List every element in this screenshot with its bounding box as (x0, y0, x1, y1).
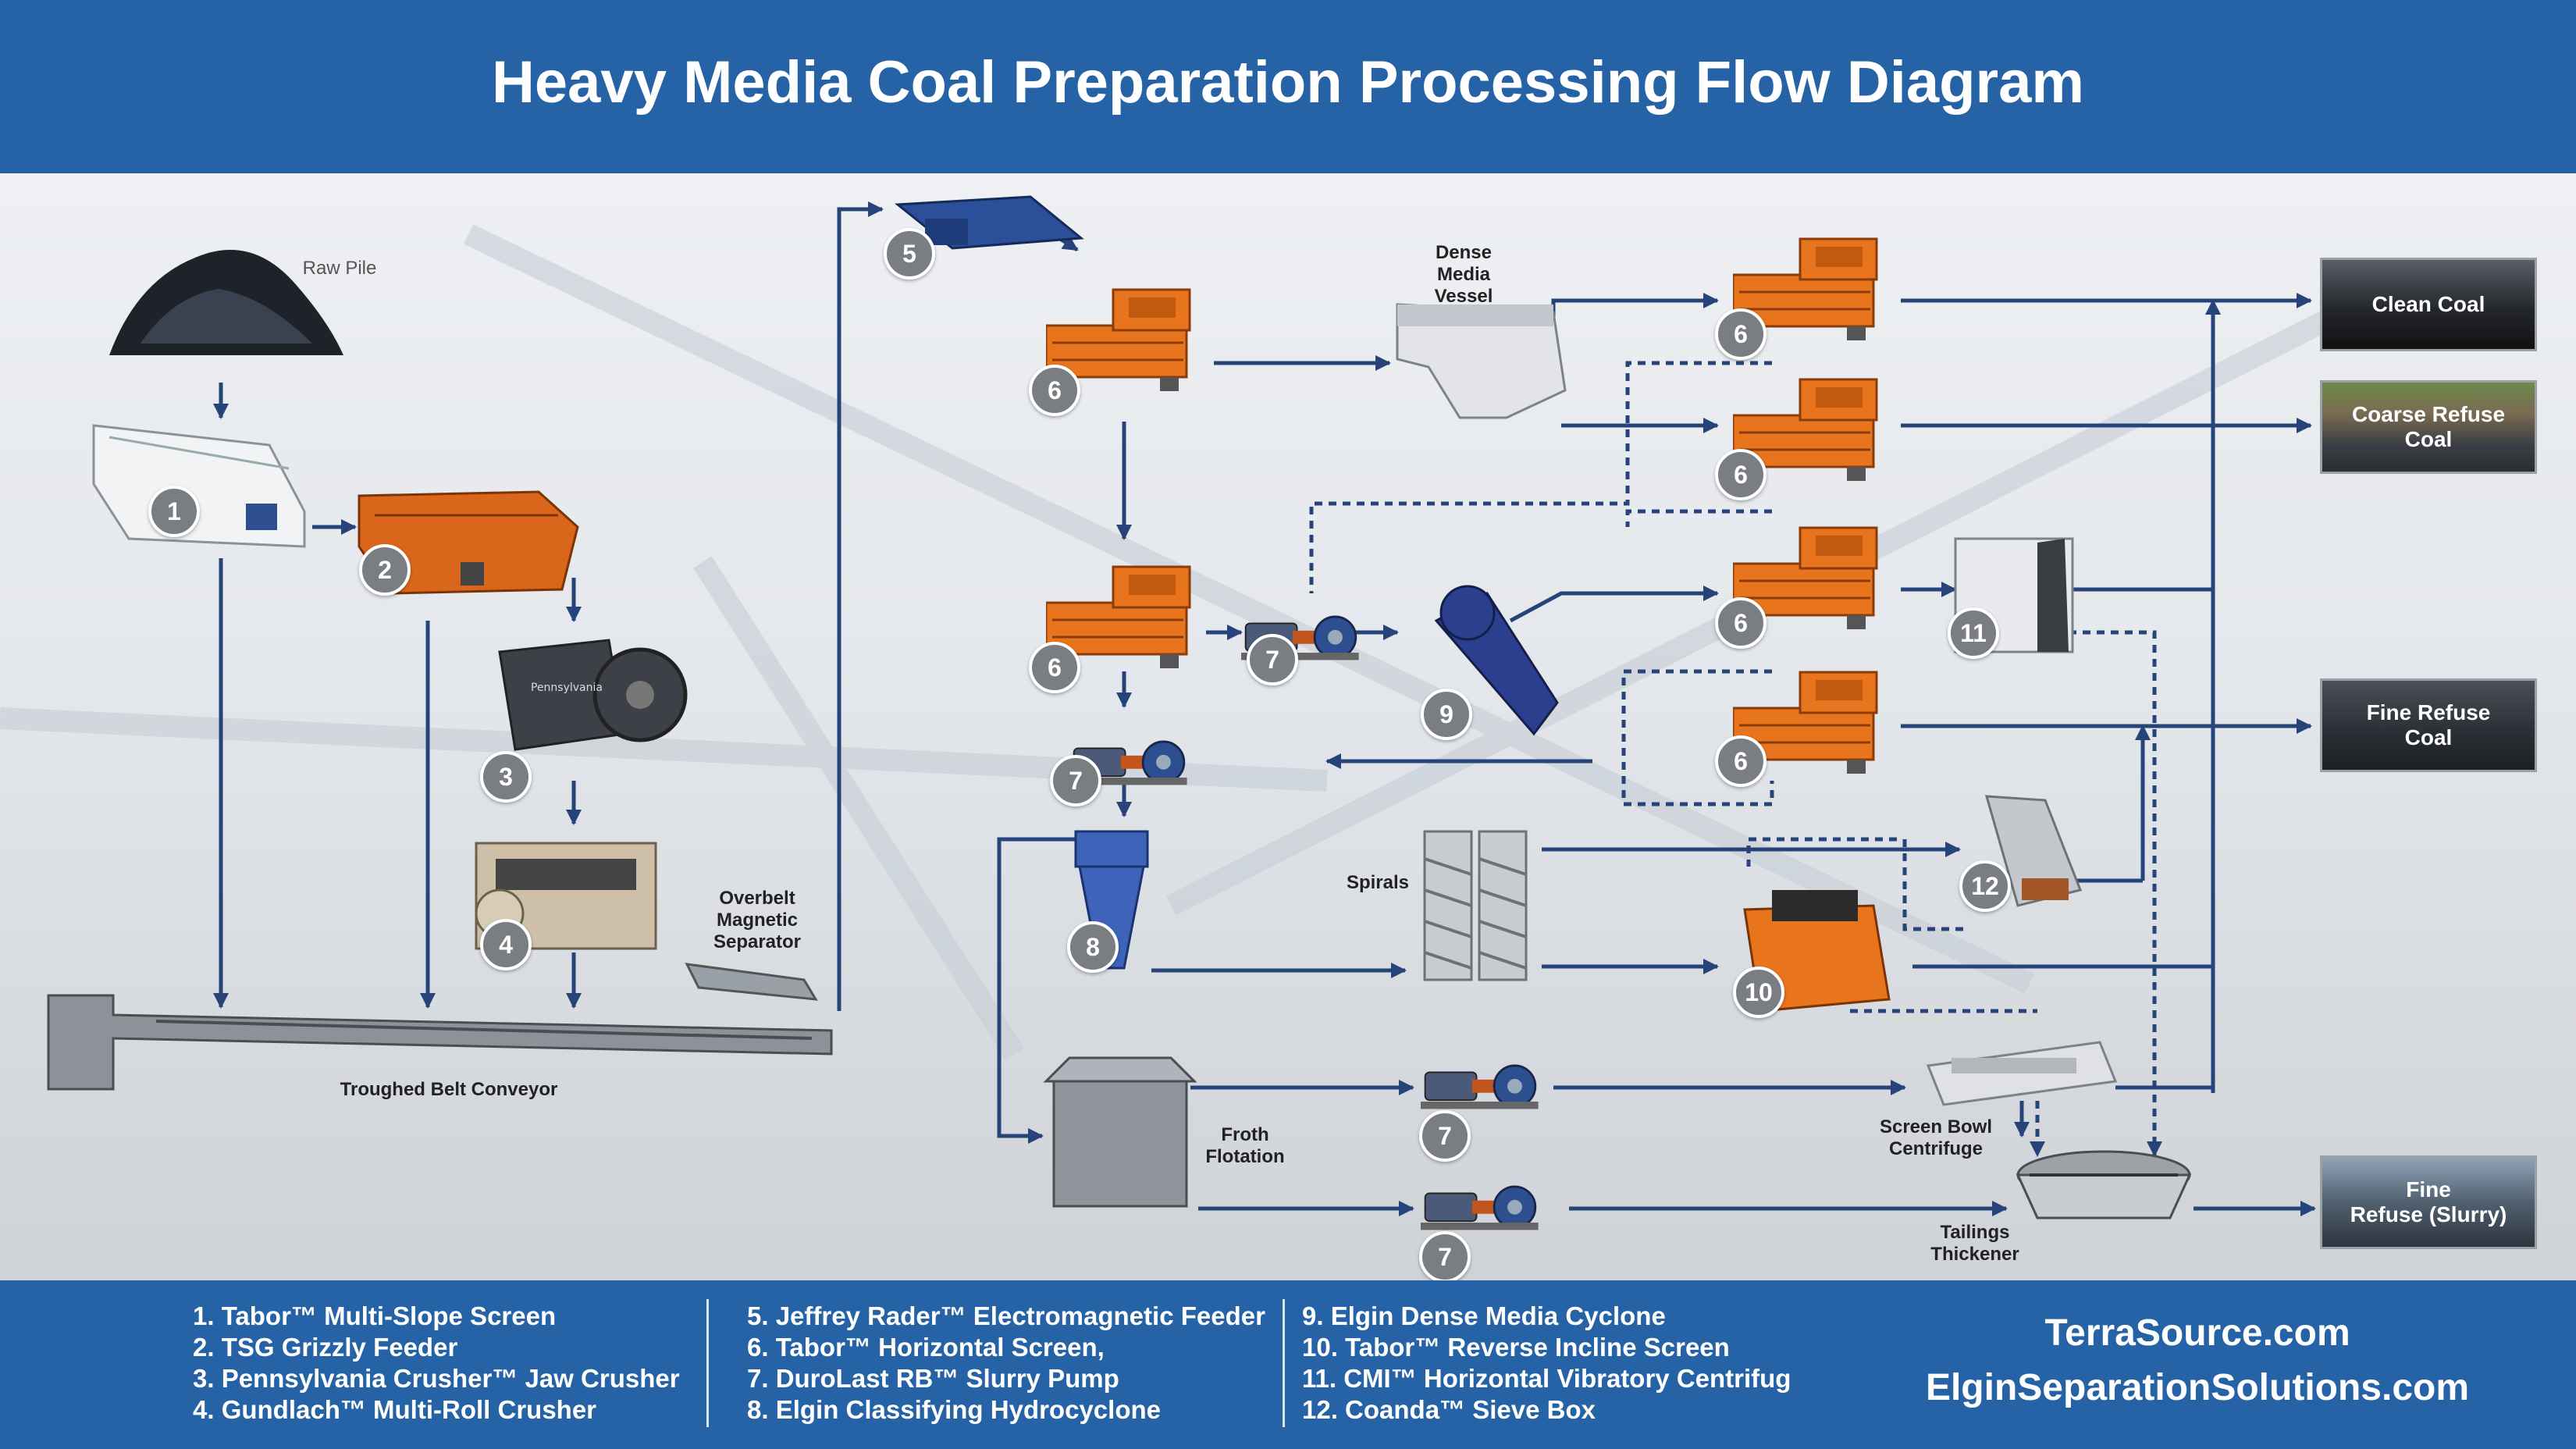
dashed-flow-lines (1309, 361, 2162, 1157)
page-title: Heavy Media Coal Preparation Processing … (492, 49, 2084, 116)
sieve-box-12 (1984, 795, 2083, 907)
dense-media-cyclone-9 (1434, 585, 1559, 736)
legend-item: 11. CMI™ Horizontal Vibratory Centrifug (1302, 1364, 1791, 1393)
froth-flotation-label: Froth Flotation (1205, 1124, 1285, 1167)
badge-12: 12 (1959, 860, 2011, 912)
legend-item: 9. Elgin Dense Media Cyclone (1302, 1301, 1666, 1330)
slurry-pump-7c (1421, 1064, 1540, 1110)
badge-6e: 6 (1715, 597, 1767, 649)
screen-bowl-centrifuge-label: Screen Bowl Centrifuge (1879, 1116, 1993, 1159)
grizzly-feeder-2 (358, 490, 579, 595)
legend-item: 1. Tabor™ Multi-Slope Screen (193, 1301, 557, 1330)
badge-7a: 7 (1247, 634, 1298, 685)
terrasource-link[interactable]: TerraSource.com (2044, 1312, 2350, 1354)
legend-item: 2. TSG Grizzly Feeder (193, 1333, 458, 1362)
elgin-link[interactable]: ElginSeparationSolutions.com (1925, 1367, 2470, 1408)
svg-text:Pennsylvania: Pennsylvania (531, 682, 603, 694)
badge-5: 5 (884, 228, 935, 279)
legend-item: 6. Tabor™ Horizontal Screen, (747, 1333, 1105, 1362)
badge-6d: 6 (1715, 449, 1767, 500)
badge-1: 1 (148, 486, 200, 537)
overbelt-separator-label: Overbelt Magnetic Separator (713, 888, 802, 952)
badge-11: 11 (1948, 607, 1999, 659)
badge-9: 9 (1421, 689, 1472, 740)
product-clean-coal-label: Clean Coal (2371, 292, 2485, 316)
product-coarse-refuse-label: Coarse Refuse Coal (2351, 402, 2506, 451)
electromagnetic-feeder-5 (895, 195, 1084, 250)
screen-bowl-centrifuge (1926, 1041, 2118, 1106)
raw-pile-label: Raw Pile (302, 258, 377, 279)
badge-7c: 7 (1419, 1110, 1471, 1162)
legend-divider (706, 1299, 709, 1427)
badge-7b: 7 (1050, 755, 1101, 806)
legend-column-3: 9. Elgin Dense Media Cyclone 10. Tabor™ … (1302, 1301, 1791, 1426)
diagram-canvas: Pennsylvania (0, 173, 2576, 1283)
product-clean-coal: Clean Coal (2320, 258, 2537, 351)
troughed-belt-conveyor (47, 994, 833, 1091)
legend-item: 7. DuroLast RB™ Slurry Pump (747, 1364, 1119, 1393)
legend-divider (1283, 1299, 1285, 1427)
badge-10: 10 (1733, 967, 1784, 1018)
slurry-pump-7d (1421, 1185, 1540, 1231)
conveyor-label: Troughed Belt Conveyor (340, 1079, 558, 1100)
badge-6a: 6 (1029, 365, 1080, 416)
badge-6b: 6 (1029, 642, 1080, 693)
legend-item: 3. Pennsylvania Crusher™ Jaw Crusher (193, 1364, 680, 1393)
overbelt-magnetic-separator (685, 963, 818, 1001)
multi-slope-screen-1 (92, 424, 306, 548)
legend-item: 4. Gundlach™ Multi-Roll Crusher (193, 1395, 597, 1424)
froth-flotation-cell (1043, 1056, 1197, 1208)
badge-8: 8 (1067, 921, 1119, 973)
badge-2: 2 (359, 544, 411, 596)
product-fine-refuse-slurry-label: Fine Refuse (Slurry) (2350, 1177, 2507, 1226)
legend-column-1: 1. Tabor™ Multi-Slope Screen 2. TSG Griz… (193, 1301, 680, 1426)
spirals (1423, 830, 1528, 981)
legend-item: 8. Elgin Classifying Hydrocyclone (747, 1395, 1161, 1424)
badge-7d: 7 (1419, 1231, 1471, 1283)
legend-item: 12. Coanda™ Sieve Box (1302, 1395, 1596, 1424)
badge-6c: 6 (1715, 308, 1767, 360)
dense-media-vessel-label: Dense Media Vessel (1434, 242, 1493, 307)
tailings-thickener-label: Tailings Thickener (1930, 1222, 2019, 1265)
raw-pile-image (109, 250, 343, 355)
legend-item: 5. Jeffrey Rader™ Electromagnetic Feeder (747, 1301, 1265, 1330)
dense-media-vessel (1396, 303, 1567, 419)
header-bar: Heavy Media Coal Preparation Processing … (0, 0, 2576, 173)
footer-legend: 1. Tabor™ Multi-Slope Screen 2. TSG Griz… (0, 1280, 2576, 1449)
product-fine-refuse-label: Fine Refuse Coal (2366, 700, 2491, 749)
tailings-thickener (2016, 1150, 2192, 1219)
badge-3: 3 (480, 751, 532, 803)
product-coarse-refuse: Coarse Refuse Coal (2320, 380, 2537, 474)
product-fine-refuse: Fine Refuse Coal (2320, 678, 2537, 772)
flow-diagram: Pennsylvania (0, 195, 2347, 1231)
badge-6f: 6 (1715, 735, 1767, 787)
legend-column-2: 5. Jeffrey Rader™ Electromagnetic Feeder… (747, 1301, 1265, 1426)
legend-item: 10. Tabor™ Reverse Incline Screen (1302, 1333, 1730, 1362)
spirals-label: Spirals (1346, 872, 1410, 893)
product-fine-refuse-slurry: Fine Refuse (Slurry) (2320, 1155, 2537, 1249)
badge-4: 4 (480, 919, 532, 970)
jaw-crusher-3: Pennsylvania (498, 639, 688, 751)
